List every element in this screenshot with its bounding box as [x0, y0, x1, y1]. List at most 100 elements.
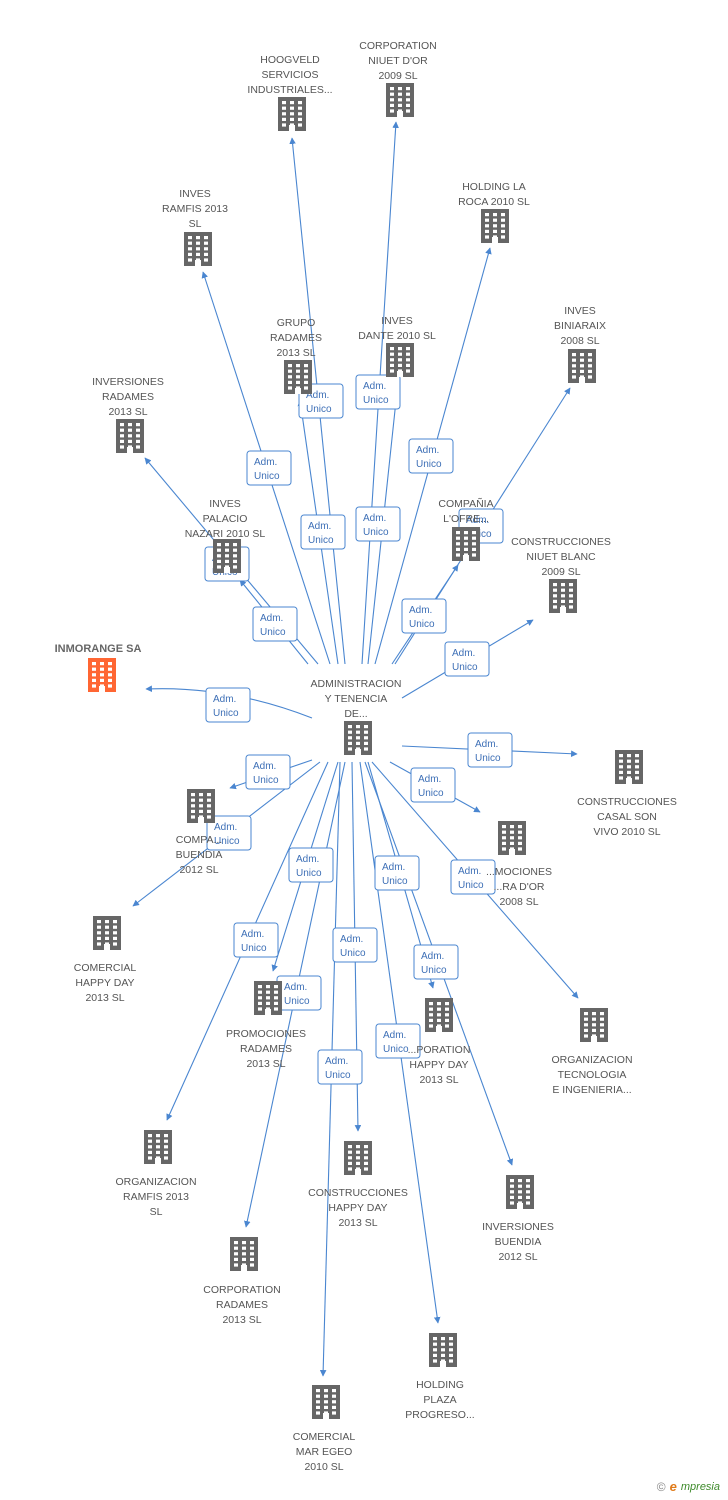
building-window	[274, 1007, 278, 1011]
building-icon[interactable]	[615, 750, 643, 784]
building-icon[interactable]	[184, 232, 212, 266]
building-icon[interactable]	[580, 1008, 608, 1042]
adm-unico-label[interactable]: Adm.Unico	[317, 1049, 363, 1085]
adm-unico-label[interactable]: Adm.Unico	[408, 438, 454, 474]
adm-unico-label[interactable]: Adm.Unico	[450, 859, 496, 895]
building-window	[398, 347, 402, 351]
adm-unico-label[interactable]: Adm.Unico	[206, 815, 252, 851]
building-icon[interactable]	[187, 789, 215, 823]
building-icon[interactable]	[481, 209, 509, 243]
building-window	[97, 925, 101, 929]
brand-name[interactable]: mpresia	[680, 1480, 720, 1493]
node-label-construcciones-happy-line: HAPPY DAY	[328, 1202, 387, 1214]
unico-line: Unico	[452, 662, 478, 673]
building-icon[interactable]	[344, 1141, 372, 1175]
building-icon[interactable]	[93, 916, 121, 950]
building-icon[interactable]	[213, 539, 241, 573]
building-icon[interactable]	[452, 527, 480, 561]
building-window	[398, 87, 402, 91]
building-window	[390, 358, 394, 362]
building-icon[interactable]	[278, 97, 306, 131]
building-window	[502, 825, 506, 829]
adm-unico-label[interactable]: Adm.Unico	[355, 506, 401, 542]
building-window	[501, 213, 505, 217]
building-window	[592, 1012, 596, 1016]
building-window	[207, 804, 211, 808]
adm-unico-label[interactable]: Adm.Unico	[375, 1023, 421, 1059]
adm-line: Adm.	[308, 521, 331, 532]
building-icon[interactable]	[230, 1237, 258, 1271]
adm-unico-label[interactable]: Adm.Unico	[374, 855, 420, 891]
adm-unico-label[interactable]: Adm.Unico	[444, 641, 490, 677]
adm-unico-label[interactable]: Adm.Unico	[413, 944, 459, 980]
building-icon[interactable]	[284, 360, 312, 394]
adm-unico-label[interactable]: Adm.Unico	[332, 927, 378, 963]
building-window	[569, 588, 573, 592]
building-door	[127, 447, 133, 453]
building-icon[interactable]	[386, 83, 414, 117]
building-icon[interactable]	[498, 821, 526, 855]
building-icon[interactable]	[344, 721, 372, 755]
adm-unico-label[interactable]: Adm.Unico	[288, 847, 334, 883]
node-label-inmorange[interactable]: INMORANGE SA	[55, 643, 142, 655]
building-window	[266, 996, 270, 1000]
adm-unico-label[interactable]: Adm.Unico	[246, 450, 292, 486]
adm-unico-label[interactable]: Adm.Unico	[205, 687, 251, 723]
building-icon[interactable]	[549, 579, 577, 613]
building-icon[interactable]	[312, 1385, 340, 1419]
adm-unico-label[interactable]: Adm.Unico	[467, 732, 513, 768]
adm-unico-label[interactable]: Adm.Unico	[252, 606, 298, 642]
building-icon[interactable]	[88, 658, 116, 692]
adm-unico-label[interactable]: Adm.Unico	[233, 922, 279, 958]
node-label-organizacion-ramfis-line: ORGANIZACION	[115, 1176, 196, 1188]
building-icon[interactable]	[116, 419, 144, 453]
adm-unico-box	[245, 754, 291, 790]
building-window	[485, 229, 489, 233]
building-window	[398, 92, 402, 96]
adm-unico-label[interactable]: Adm.Unico	[300, 514, 346, 550]
adm-line: Adm.	[409, 605, 432, 616]
building-icon[interactable]	[386, 343, 414, 377]
building-icon[interactable]	[425, 998, 453, 1032]
adm-unico-label[interactable]: Adm.Unico	[245, 754, 291, 790]
adm-unico-label[interactable]: Adm.Unico	[355, 374, 401, 410]
building-icon[interactable]	[568, 349, 596, 383]
adm-line: Adm.	[260, 613, 283, 624]
building-window	[588, 369, 592, 373]
adm-unico-label[interactable]: Adm.Unico	[401, 598, 447, 634]
adm-unico-label[interactable]: Adm.Unico	[276, 975, 322, 1011]
building-window	[120, 445, 124, 449]
building-window	[406, 109, 410, 113]
building-icon[interactable]	[144, 1130, 172, 1164]
building-icon[interactable]	[429, 1333, 457, 1367]
building-icon[interactable]	[254, 981, 282, 1015]
adm-unico-label[interactable]: Adm.Unico	[410, 767, 456, 803]
building-icon[interactable]	[506, 1175, 534, 1209]
